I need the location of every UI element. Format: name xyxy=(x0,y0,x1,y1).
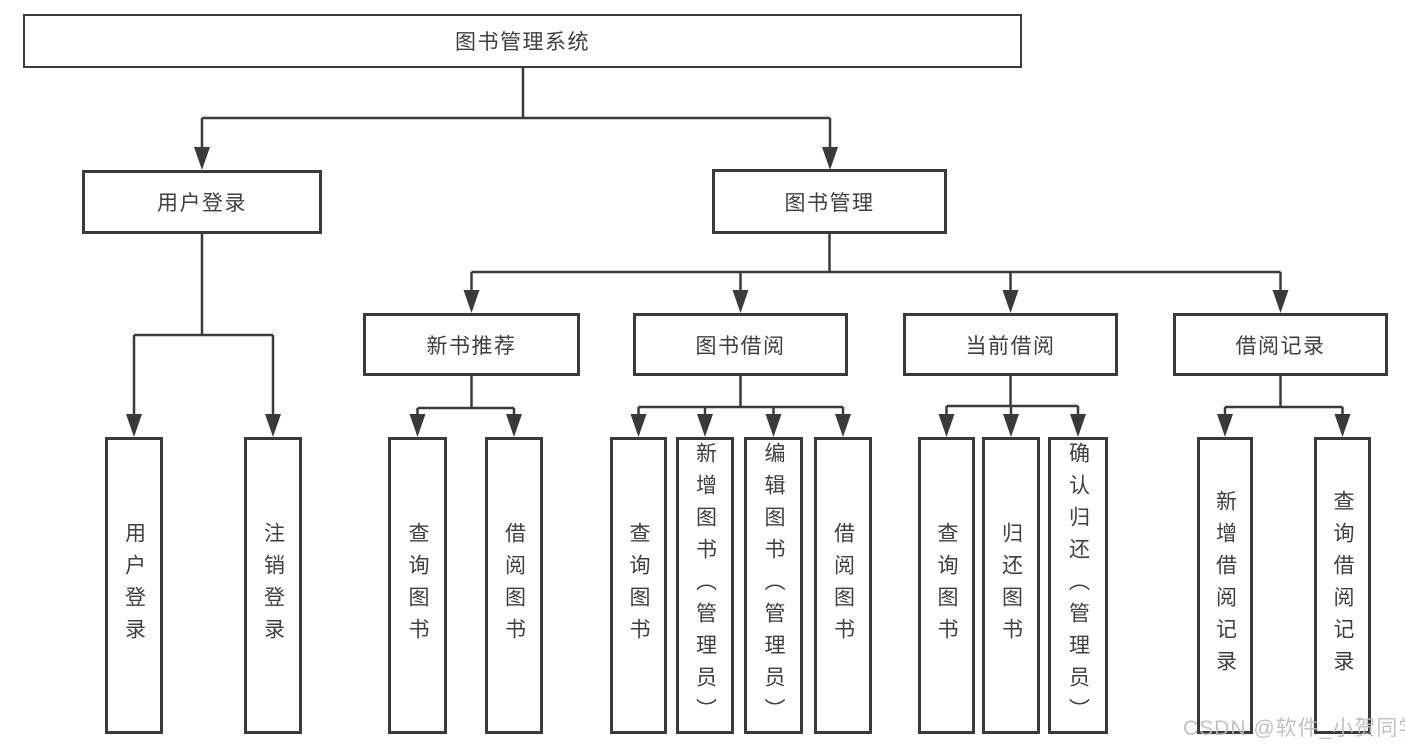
leaf-records-query: 查询借阅记录 xyxy=(1314,437,1371,734)
leaf-newbooks-borrow-label: 借阅图书 xyxy=(502,521,526,650)
node-new-book-recommend: 新书推荐 xyxy=(363,313,580,376)
node-book-borrow-label: 图书借阅 xyxy=(695,334,786,358)
arrowhead-down-icon xyxy=(765,414,782,437)
leaf-logout-label: 注销登录 xyxy=(261,521,285,650)
node-root-label: 图书管理系统 xyxy=(455,31,590,54)
leaf-records-query-label: 查询借阅记录 xyxy=(1331,489,1354,682)
leaf-borrow-query: 查询图书 xyxy=(610,437,667,734)
node-borrow-records-label: 借阅记录 xyxy=(1235,334,1326,358)
arrowhead-down-icon xyxy=(194,147,210,170)
leaf-borrow-add-admin: 新增图书（管理员） xyxy=(676,437,734,734)
arrowhead-down-icon xyxy=(265,414,281,437)
leaf-borrow-borrow: 借阅图书 xyxy=(814,437,872,734)
arrowhead-down-icon xyxy=(126,414,142,437)
leaf-user-login-label: 用户登录 xyxy=(122,521,146,650)
leaf-current-return: 归还图书 xyxy=(982,437,1040,734)
arrowhead-down-icon xyxy=(938,414,955,437)
arrowhead-down-icon xyxy=(409,414,426,437)
node-new-book-recommend-label: 新书推荐 xyxy=(426,334,517,358)
leaf-logout: 注销登录 xyxy=(244,437,302,734)
node-user-login: 用户登录 xyxy=(82,170,322,234)
leaf-records-add: 新增借阅记录 xyxy=(1197,437,1253,734)
node-borrow-records: 借阅记录 xyxy=(1173,313,1388,376)
node-book-borrow: 图书借阅 xyxy=(633,313,848,376)
arrowhead-down-icon xyxy=(506,414,522,437)
leaf-current-return-label: 归还图书 xyxy=(999,521,1023,650)
arrowhead-down-icon xyxy=(1272,290,1289,313)
leaf-current-confirm-return-admin-label: 确认归还（管理员） xyxy=(1066,441,1090,730)
leaf-newbooks-query: 查询图书 xyxy=(388,437,447,734)
arrowhead-down-icon xyxy=(630,414,647,437)
arrowhead-down-icon xyxy=(822,147,838,170)
leaf-current-query-label: 查询图书 xyxy=(935,521,958,650)
arrowhead-down-icon xyxy=(1003,414,1019,437)
arrowhead-down-icon xyxy=(1334,414,1351,437)
arrowhead-down-icon xyxy=(732,290,749,313)
leaf-borrow-query-label: 查询图书 xyxy=(627,521,650,650)
leaf-borrow-borrow-label: 借阅图书 xyxy=(831,521,855,650)
node-book-management: 图书管理 xyxy=(712,169,947,234)
node-book-management-label: 图书管理 xyxy=(784,191,875,215)
arrowhead-down-icon xyxy=(1070,414,1086,437)
leaf-user-login: 用户登录 xyxy=(105,437,163,734)
leaf-newbooks-query-label: 查询图书 xyxy=(406,521,429,650)
leaf-borrow-edit-admin-label: 编辑图书（管理员） xyxy=(762,441,785,730)
arrowhead-down-icon xyxy=(463,290,480,313)
leaf-current-query: 查询图书 xyxy=(918,437,975,734)
arrowhead-down-icon xyxy=(835,414,851,437)
csdn-watermark: CSDN @软件_小贺同学 xyxy=(1183,717,1405,740)
arrowhead-down-icon xyxy=(1217,414,1233,437)
leaf-borrow-add-admin-label: 新增图书（管理员） xyxy=(693,441,717,730)
leaf-borrow-edit-admin: 编辑图书（管理员） xyxy=(744,437,803,734)
arrowhead-down-icon xyxy=(697,414,713,437)
leaf-newbooks-borrow: 借阅图书 xyxy=(485,437,543,734)
node-root: 图书管理系统 xyxy=(23,14,1022,68)
node-current-borrow: 当前借阅 xyxy=(903,313,1118,376)
node-user-login-label: 用户登录 xyxy=(157,192,247,215)
leaf-records-add-label: 新增借阅记录 xyxy=(1213,489,1237,682)
leaf-current-confirm-return-admin: 确认归还（管理员） xyxy=(1048,437,1108,734)
node-current-borrow-label: 当前借阅 xyxy=(965,334,1056,358)
arrowhead-down-icon xyxy=(1002,290,1019,313)
